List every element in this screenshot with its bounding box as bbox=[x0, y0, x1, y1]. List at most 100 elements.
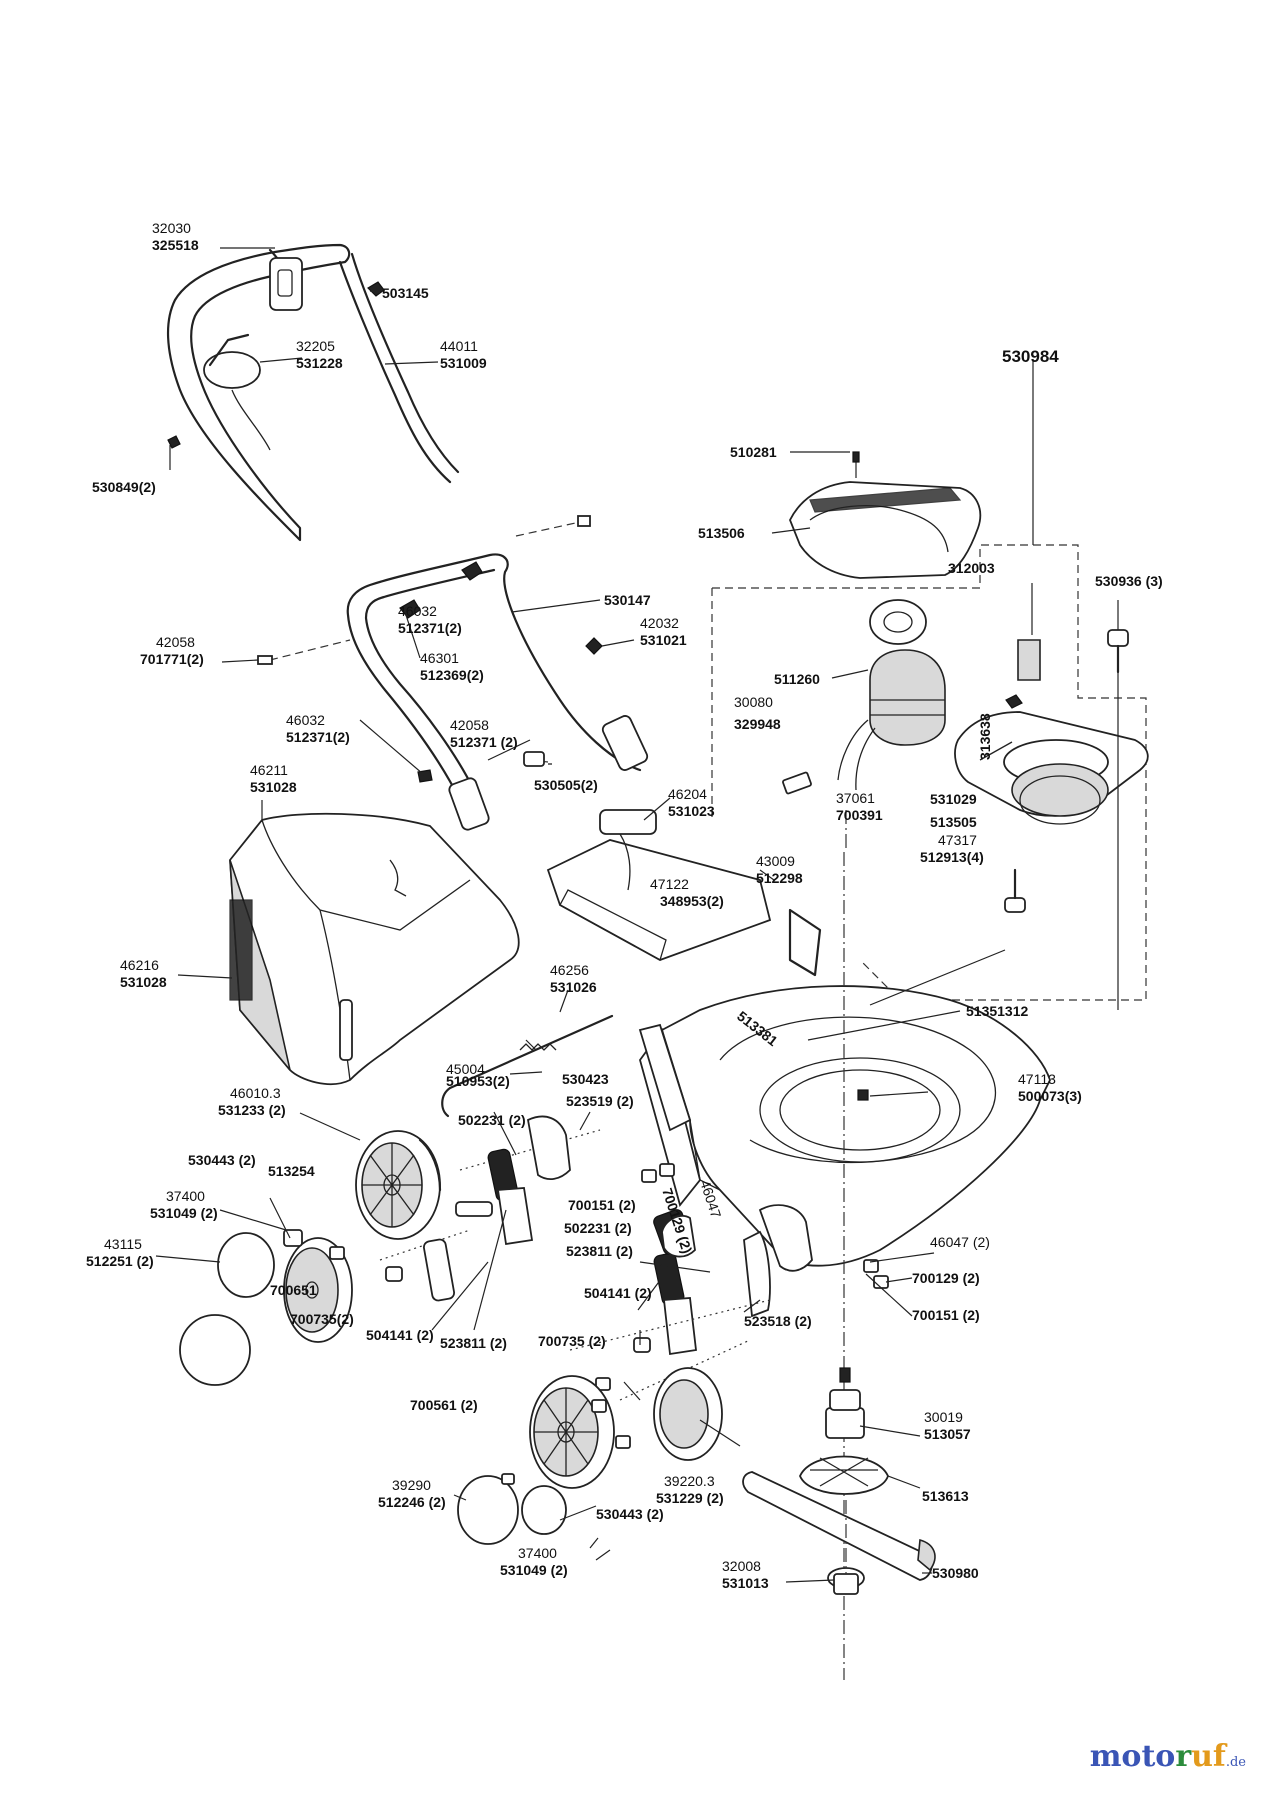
svg-text:700735(2): 700735(2) bbox=[290, 1311, 354, 1327]
discharge-tray bbox=[546, 809, 822, 977]
mower-deck bbox=[638, 985, 1051, 1267]
callout-num: 43009 bbox=[756, 853, 795, 869]
callout-num: 44011 bbox=[440, 338, 478, 354]
callout-part: 530443 (2) bbox=[188, 1152, 256, 1168]
callout-part: 700129 (2) bbox=[912, 1270, 980, 1286]
callout-part: 531028 bbox=[250, 779, 297, 795]
callout-part: 530849(2) bbox=[92, 479, 156, 495]
svg-text:46047 (2): 46047 (2) bbox=[930, 1234, 990, 1250]
callout-num: 47122 bbox=[650, 876, 689, 892]
callout-part: 513613 bbox=[922, 1488, 969, 1504]
svg-text:530980: 530980 bbox=[932, 1565, 979, 1581]
callout-part: 531049 (2) bbox=[150, 1205, 218, 1221]
callout-part: 502231 (2) bbox=[564, 1220, 632, 1236]
svg-text:502231 (2): 502231 (2) bbox=[458, 1112, 526, 1128]
callout-part: 531023 bbox=[668, 803, 715, 819]
motor bbox=[782, 599, 1041, 795]
callout-part: 530505(2) bbox=[534, 777, 598, 793]
callout-num: 32205 bbox=[296, 338, 335, 354]
callout-part: 503145 bbox=[382, 285, 429, 301]
callout-part: 512371(2) bbox=[286, 729, 350, 745]
svg-text:700735 (2): 700735 (2) bbox=[538, 1333, 606, 1349]
callout-part: 700651 bbox=[270, 1282, 317, 1298]
callout-num: 30080 bbox=[734, 694, 773, 710]
svg-text:510281: 510281 bbox=[730, 444, 777, 460]
callout-part: 513506 bbox=[698, 525, 745, 541]
callout-num: 37400 bbox=[518, 1545, 557, 1561]
svg-text:51351312: 51351312 bbox=[966, 1003, 1029, 1019]
assembly-number: 530984 bbox=[1002, 347, 1059, 366]
callout-part: 531233 (2) bbox=[218, 1102, 286, 1118]
callout-num: 47113 bbox=[1018, 1071, 1056, 1087]
callout-part: 513254 bbox=[268, 1163, 315, 1179]
callout-num: 32030 bbox=[152, 220, 191, 236]
callout-num: 43115 bbox=[104, 1236, 142, 1252]
svg-text:312003: 312003 bbox=[948, 560, 995, 576]
callout-part: 512371 (2) bbox=[450, 734, 518, 750]
front-wheel bbox=[457, 1367, 723, 1545]
svg-text:513254: 513254 bbox=[268, 1163, 315, 1179]
callout-num: 46301 bbox=[420, 650, 459, 666]
svg-text:530443 (2): 530443 (2) bbox=[596, 1506, 664, 1522]
svg-text:513505: 513505 bbox=[930, 814, 977, 830]
brand-r: r bbox=[1175, 1739, 1192, 1774]
svg-text:523518 (2): 523518 (2) bbox=[744, 1313, 812, 1329]
callout-part: 504141 (2) bbox=[584, 1285, 652, 1301]
callout-num: 46211 bbox=[250, 762, 288, 778]
svg-text:313638: 313638 bbox=[977, 713, 993, 760]
callout-part: 513505 bbox=[930, 814, 977, 830]
callout-part: 312003 bbox=[948, 560, 995, 576]
hardware-screws bbox=[1004, 629, 1129, 1010]
callout-num: 46256 bbox=[550, 962, 589, 978]
svg-text:503145: 503145 bbox=[382, 285, 429, 301]
svg-text:513506: 513506 bbox=[698, 525, 745, 541]
callout-num: 30019 bbox=[924, 1409, 963, 1425]
svg-text:523811 (2): 523811 (2) bbox=[440, 1335, 507, 1351]
callout-part: 530147 bbox=[604, 592, 651, 608]
callout-part: 700151 (2) bbox=[568, 1197, 636, 1213]
brand-tld: .de bbox=[1225, 1755, 1246, 1770]
svg-text:523811 (2): 523811 (2) bbox=[566, 1243, 633, 1259]
callout-part: 531009 bbox=[440, 355, 487, 371]
svg-text:504141 (2): 504141 (2) bbox=[584, 1285, 652, 1301]
svg-text:523519 (2): 523519 (2) bbox=[566, 1093, 634, 1109]
callout-part: 329948 bbox=[734, 716, 781, 732]
callout-part: 502231 (2) bbox=[458, 1112, 526, 1128]
svg-text:502231 (2): 502231 (2) bbox=[564, 1220, 632, 1236]
callout-part: 348953(2) bbox=[660, 893, 724, 909]
blade-assembly bbox=[742, 1367, 936, 1595]
callout-part: 51351312 bbox=[966, 1003, 1029, 1019]
svg-text:530423: 530423 bbox=[562, 1071, 609, 1087]
callout-num: 37400 bbox=[166, 1188, 205, 1204]
callout-part: 701771(2) bbox=[140, 651, 204, 667]
callout-num: 39220.3 bbox=[664, 1473, 715, 1489]
callout-num: 46010.3 bbox=[230, 1085, 281, 1101]
svg-text:700651: 700651 bbox=[270, 1282, 317, 1298]
callout-num: 42032 bbox=[640, 615, 679, 631]
brand-moto: moto bbox=[1089, 1739, 1176, 1774]
svg-text:700151 (2): 700151 (2) bbox=[912, 1307, 980, 1323]
callout-part: 531049 (2) bbox=[500, 1562, 568, 1578]
svg-text:530505(2): 530505(2) bbox=[534, 777, 598, 793]
callout-part: 510953(2) bbox=[446, 1073, 510, 1089]
callout-num: 42058 bbox=[450, 717, 489, 733]
callout-part: 513057 bbox=[924, 1426, 971, 1442]
callout-part: 700391 bbox=[836, 807, 883, 823]
callout-num: 32008 bbox=[722, 1558, 761, 1574]
grass-catcher bbox=[229, 812, 520, 1085]
callout-num: 47317 bbox=[938, 832, 977, 848]
